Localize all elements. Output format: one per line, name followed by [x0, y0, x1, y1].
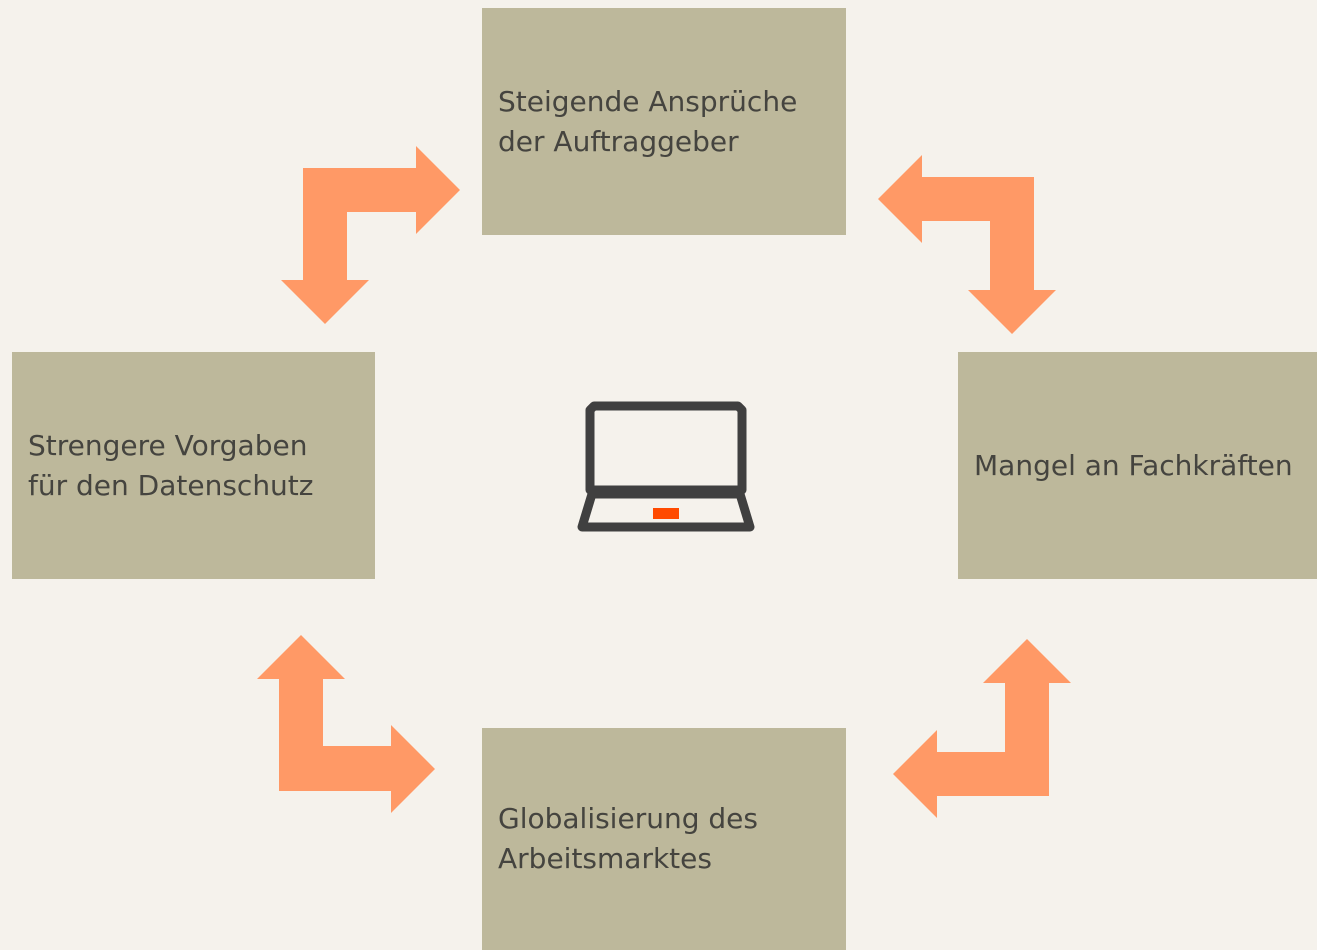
node-label-line: Globalisierung des — [498, 802, 758, 835]
node-label: Strengere Vorgaben für den Datenschutz — [28, 426, 313, 506]
node-label-line: der Auftraggeber — [498, 124, 739, 158]
arrow-left-top — [281, 146, 460, 324]
bent-double-arrow-icon — [257, 635, 435, 813]
laptop-screen — [585, 401, 747, 495]
node-label-line: Steigende Ansprüche — [498, 84, 798, 118]
arrow-bottom-left — [257, 635, 435, 813]
node-label-line: Arbeitsmarktes — [498, 842, 712, 875]
node-mangel-an-fachkraeften: Mangel an Fachkräften — [958, 352, 1317, 579]
node-label: Mangel an Fachkräften — [974, 446, 1293, 486]
node-label: Steigende Ansprüche der Auftraggeber — [498, 82, 797, 162]
node-label-line: für den Datenschutz — [28, 468, 314, 502]
laptop-touchpad — [653, 508, 679, 519]
node-strengere-vorgaben: Strengere Vorgaben für den Datenschutz — [12, 352, 375, 579]
node-globalisierung: Globalisierung des Arbeitsmarktes — [482, 728, 846, 950]
laptop-base — [577, 489, 755, 532]
bent-double-arrow-icon — [878, 155, 1056, 334]
arrow-top-right — [878, 155, 1056, 334]
node-label: Globalisierung des Arbeitsmarktes — [498, 799, 758, 879]
bent-double-arrow-icon — [281, 146, 460, 324]
bent-double-arrow-icon — [893, 639, 1071, 818]
node-label-line: Strengere Vorgaben — [28, 428, 308, 462]
arrow-right-bottom — [893, 639, 1071, 818]
node-label-line: Mangel an Fachkräften — [974, 448, 1293, 482]
node-steigende-ansprueche: Steigende Ansprüche der Auftraggeber — [482, 8, 846, 235]
laptop-icon — [577, 401, 755, 532]
